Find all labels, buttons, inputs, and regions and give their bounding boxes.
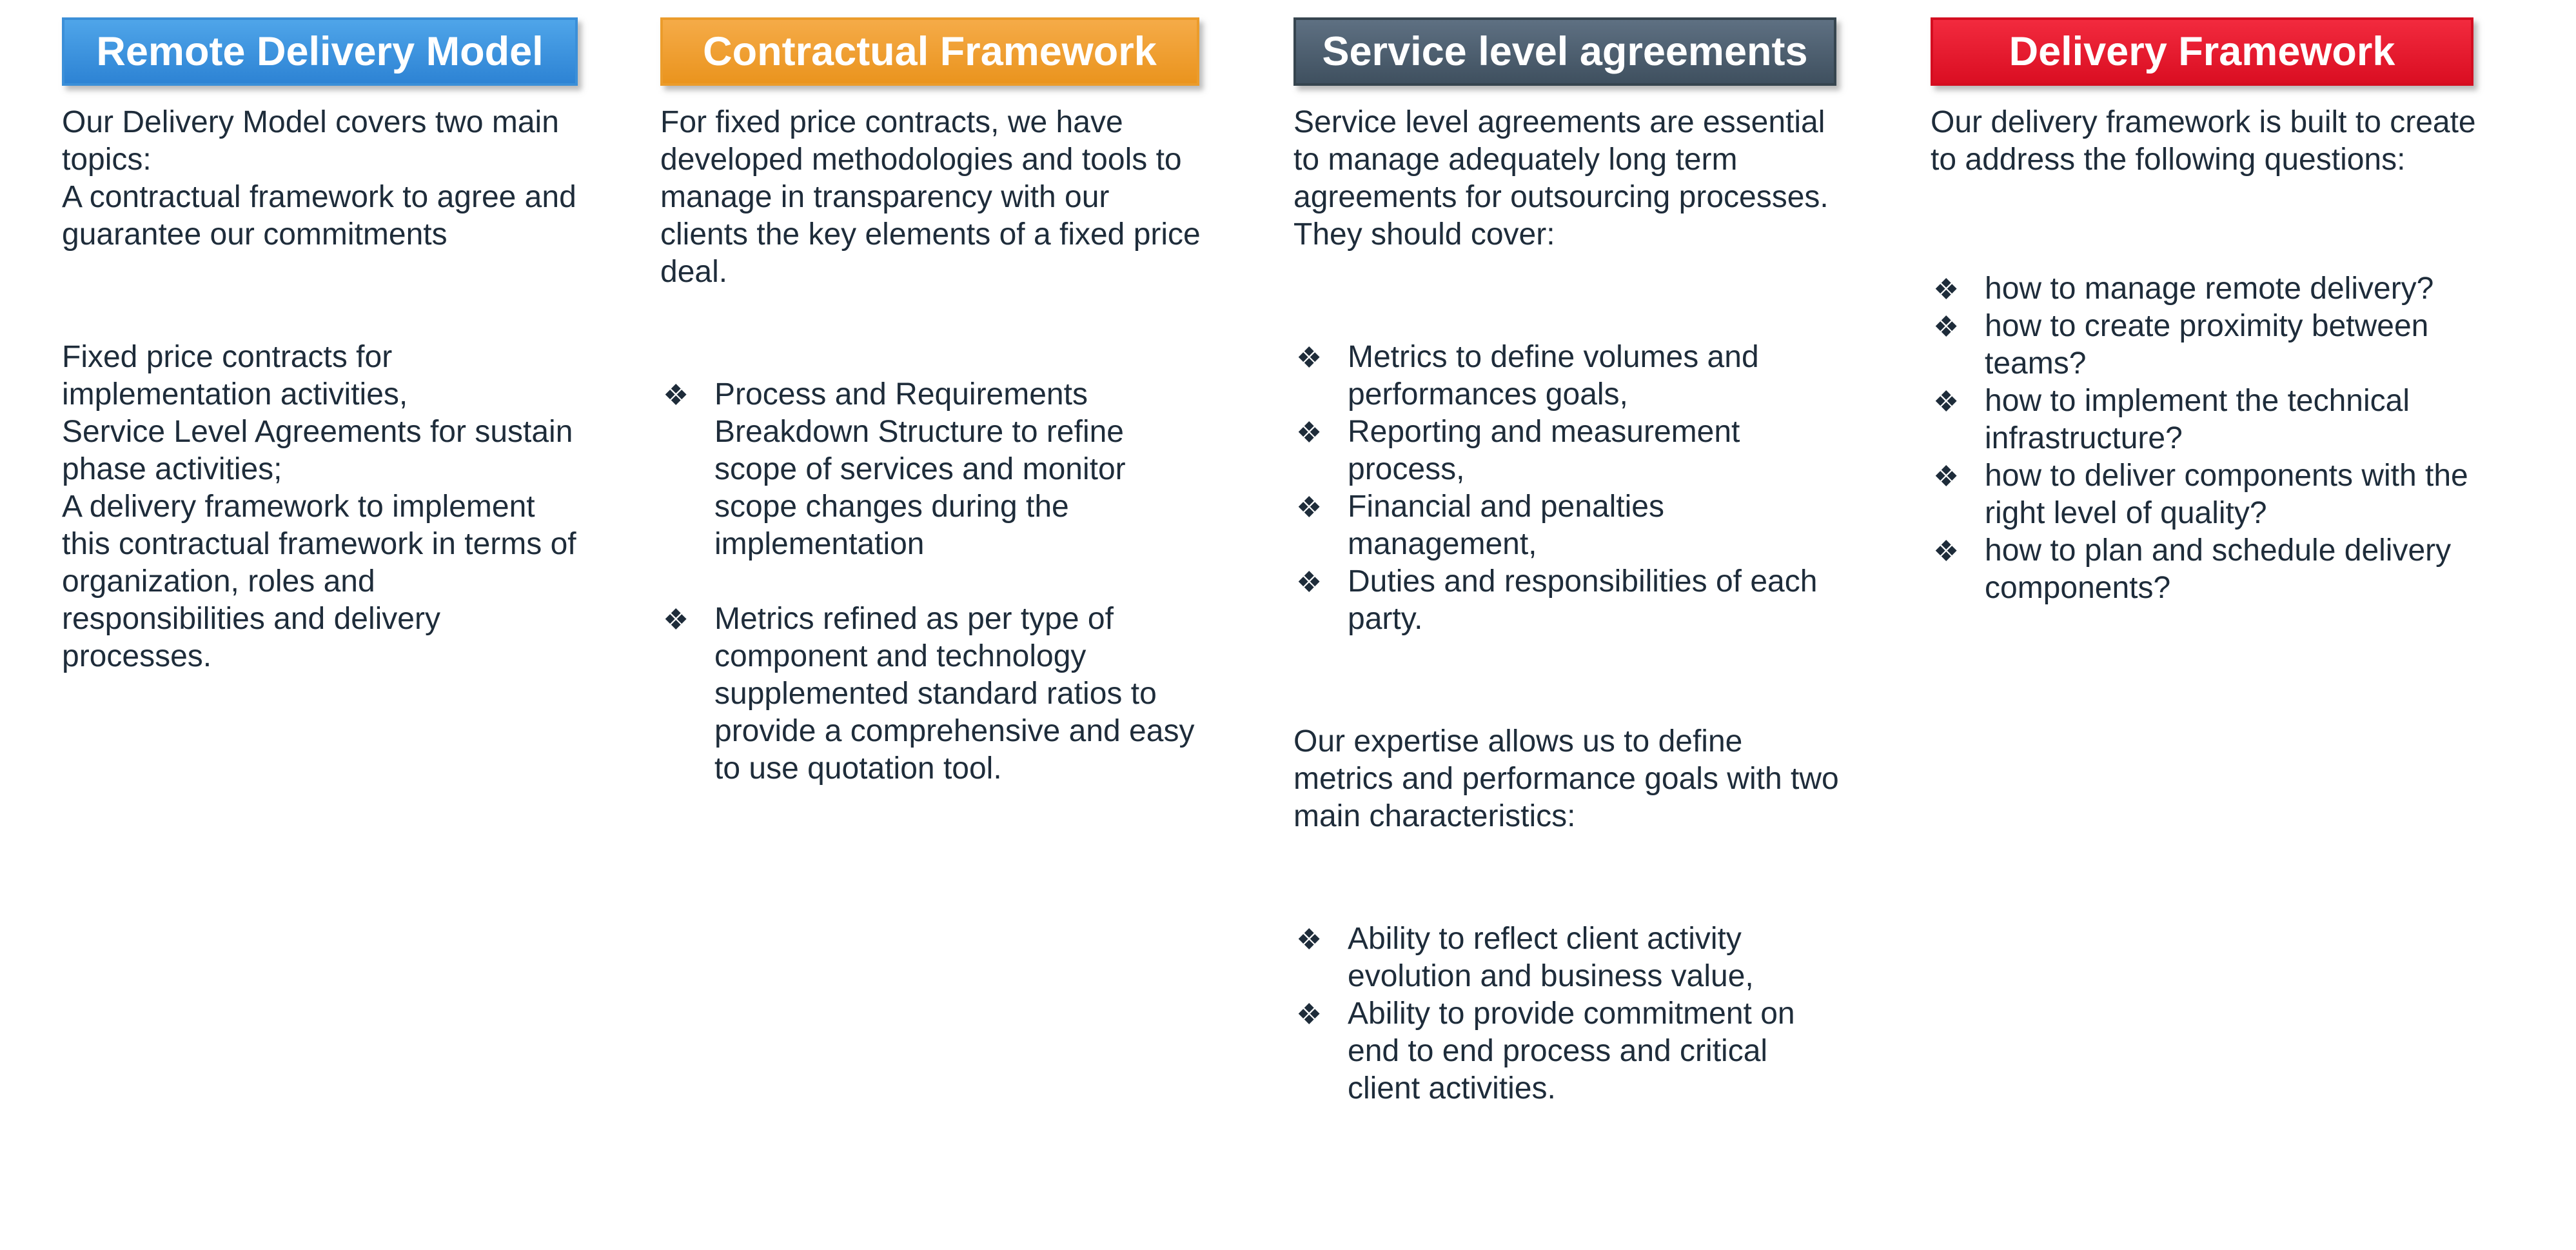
- header-service-level-agreements: Service level agreements: [1293, 17, 1836, 86]
- diamond-bullet-icon: ❖: [1296, 566, 1322, 599]
- paragraph-line: Service Level Agreements for sustain pha…: [62, 415, 573, 486]
- header-label: Contractual Framework: [703, 29, 1157, 74]
- diamond-bullet-icon: ❖: [1933, 273, 1960, 306]
- diamond-bullet-icon: ❖: [1933, 385, 1960, 418]
- bullet-item: ❖ how to deliver components with the rig…: [1931, 457, 2485, 532]
- paragraph-line: A contractual framework to agree and gua…: [62, 180, 576, 252]
- paragraph: Service level agreements are essential t…: [1293, 104, 1845, 253]
- bullet-item: ❖ Financial and penalties management,: [1293, 488, 1845, 563]
- bullet-item-text: Process and Requirements Breakdown Struc…: [714, 377, 1126, 561]
- bullet-item: ❖ how to plan and schedule delivery comp…: [1931, 532, 2485, 607]
- paragraph-line: Service level agreements are essential t…: [1293, 105, 1829, 252]
- header-label: Remote Delivery Model: [96, 29, 544, 74]
- diamond-bullet-icon: ❖: [1933, 310, 1960, 343]
- bullet-list: ❖ Metrics to define volumes and performa…: [1293, 339, 1845, 638]
- bullet-item: ❖ Metrics refined as per type of compone…: [660, 600, 1205, 788]
- bullet-item: ❖ Reporting and measurement process,: [1293, 413, 1845, 488]
- bullet-item-text: how to manage remote delivery?: [1985, 272, 2434, 306]
- bullet-item-text: Duties and responsibilities of each part…: [1348, 564, 1818, 636]
- column-body: For fixed price contracts, we have devel…: [660, 104, 1205, 788]
- bullet-item: ❖ Ability to reflect client activity evo…: [1293, 920, 1845, 995]
- header-delivery-framework: Delivery Framework: [1931, 17, 2473, 86]
- diamond-bullet-icon: ❖: [663, 603, 689, 636]
- paragraph-line: Our expertise allows us to define metric…: [1293, 724, 1839, 833]
- bullet-item: ❖ Process and Requirements Breakdown Str…: [660, 376, 1205, 563]
- diamond-bullet-icon: ❖: [1933, 460, 1960, 493]
- bullet-item-text: Reporting and measurement process,: [1348, 415, 1740, 486]
- diamond-bullet-icon: ❖: [1296, 341, 1322, 374]
- bullet-list: ❖ how to manage remote delivery? ❖ how t…: [1931, 270, 2485, 607]
- bullet-item-text: how to deliver components with the right…: [1985, 459, 2468, 530]
- bullet-item-text: Ability to reflect client activity evolu…: [1348, 922, 1754, 993]
- paragraph: Our expertise allows us to define metric…: [1293, 723, 1845, 835]
- bullet-item-text: Ability to provide commitment on end to …: [1348, 997, 1795, 1106]
- column-remote-delivery-model: Remote Delivery Model Our Delivery Model…: [62, 17, 578, 675]
- paragraph: Our Delivery Model covers two main topic…: [62, 104, 578, 253]
- column-body: Our Delivery Model covers two main topic…: [62, 104, 578, 675]
- diamond-bullet-icon: ❖: [663, 379, 689, 412]
- column-contractual-framework: Contractual Framework For fixed price co…: [660, 17, 1205, 788]
- bullet-item-text: Financial and penalties management,: [1348, 490, 1664, 561]
- column-body: Our delivery framework is built to creat…: [1931, 104, 2485, 607]
- header-label: Delivery Framework: [2009, 29, 2395, 74]
- diamond-bullet-icon: ❖: [1296, 998, 1322, 1031]
- bullet-item-text: Metrics to define volumes and performanc…: [1348, 340, 1759, 412]
- bullet-item: ❖ Ability to provide commitment on end t…: [1293, 995, 1845, 1107]
- column-service-level-agreements: Service level agreements Service level a…: [1293, 17, 1845, 1107]
- bullet-item-text: Metrics refined as per type of component…: [714, 602, 1195, 786]
- paragraph-line: Our Delivery Model covers two main topic…: [62, 105, 559, 177]
- column-delivery-framework: Delivery Framework Our delivery framewor…: [1931, 17, 2485, 607]
- bullet-item: ❖ how to implement the technical infrast…: [1931, 382, 2485, 457]
- bullet-item: ❖ Metrics to define volumes and performa…: [1293, 339, 1845, 413]
- diamond-bullet-icon: ❖: [1933, 535, 1960, 568]
- paragraph: Fixed price contracts for implementation…: [62, 339, 578, 675]
- paragraph-line: A delivery framework to implement this c…: [62, 490, 576, 673]
- paragraph: Our delivery framework is built to creat…: [1931, 104, 2485, 179]
- bullet-list: ❖ Ability to reflect client activity evo…: [1293, 920, 1845, 1107]
- diamond-bullet-icon: ❖: [1296, 416, 1322, 449]
- header-label: Service level agreements: [1322, 29, 1808, 74]
- diamond-bullet-icon: ❖: [1296, 491, 1322, 524]
- header-contractual-framework: Contractual Framework: [660, 17, 1199, 86]
- bullet-item-text: how to create proximity between teams?: [1985, 309, 2429, 381]
- paragraph: For fixed price contracts, we have devel…: [660, 104, 1205, 291]
- column-body: Service level agreements are essential t…: [1293, 104, 1845, 1107]
- paragraph-line: Our delivery framework is built to creat…: [1931, 105, 2476, 177]
- bullet-list: ❖ Process and Requirements Breakdown Str…: [660, 376, 1205, 788]
- paragraph-line: Fixed price contracts for implementation…: [62, 340, 408, 412]
- bullet-item: ❖ how to create proximity between teams?: [1931, 308, 2485, 382]
- bullet-item: ❖ how to manage remote delivery?: [1931, 270, 2485, 308]
- header-remote-delivery-model: Remote Delivery Model: [62, 17, 578, 86]
- diamond-bullet-icon: ❖: [1296, 923, 1322, 956]
- bullet-item-text: how to plan and schedule delivery compon…: [1985, 533, 2452, 605]
- paragraph-line: For fixed price contracts, we have devel…: [660, 105, 1201, 289]
- bullet-item-text: how to implement the technical infrastru…: [1985, 384, 2410, 455]
- bullet-item: ❖ Duties and responsibilities of each pa…: [1293, 563, 1845, 638]
